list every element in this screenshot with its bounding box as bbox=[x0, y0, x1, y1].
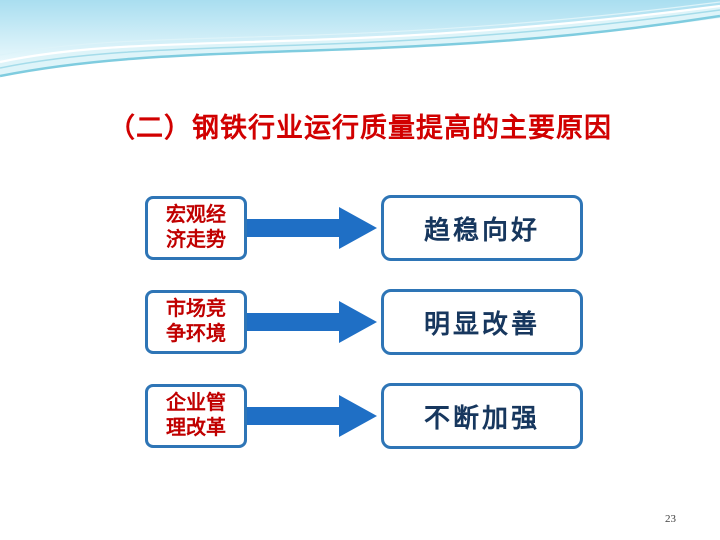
source-box-line1: 市场竞 bbox=[166, 298, 226, 320]
header-wave-decoration bbox=[0, 0, 720, 78]
source-box: 宏观经 济走势 bbox=[145, 196, 247, 260]
source-box-line2: 理改革 bbox=[166, 417, 226, 439]
source-box: 市场竞 争环境 bbox=[145, 290, 247, 354]
result-box: 明显改善 bbox=[381, 289, 583, 355]
page-number: 23 bbox=[665, 513, 676, 525]
arrow-right-icon bbox=[247, 204, 379, 252]
result-box: 趋稳向好 bbox=[381, 195, 583, 261]
source-box-line1: 企业管 bbox=[166, 392, 226, 414]
flow-row: 企业管 理改革 不断加强 bbox=[0, 382, 720, 450]
flow-diagram: 宏观经 济走势 趋稳向好 市场竞 争环境 明显改善 bbox=[0, 194, 720, 476]
source-box: 企业管 理改革 bbox=[145, 384, 247, 448]
arrow-right-icon bbox=[247, 298, 379, 346]
flow-row: 市场竞 争环境 明显改善 bbox=[0, 288, 720, 356]
arrow-right-icon bbox=[247, 392, 379, 440]
source-box-line2: 争环境 bbox=[166, 323, 226, 345]
page-title: （二）钢铁行业运行质量提高的主要原因 bbox=[108, 113, 612, 143]
source-box-line2: 济走势 bbox=[166, 229, 226, 251]
result-box: 不断加强 bbox=[381, 383, 583, 449]
flow-row: 宏观经 济走势 趋稳向好 bbox=[0, 194, 720, 262]
source-box-line1: 宏观经 bbox=[166, 204, 226, 226]
